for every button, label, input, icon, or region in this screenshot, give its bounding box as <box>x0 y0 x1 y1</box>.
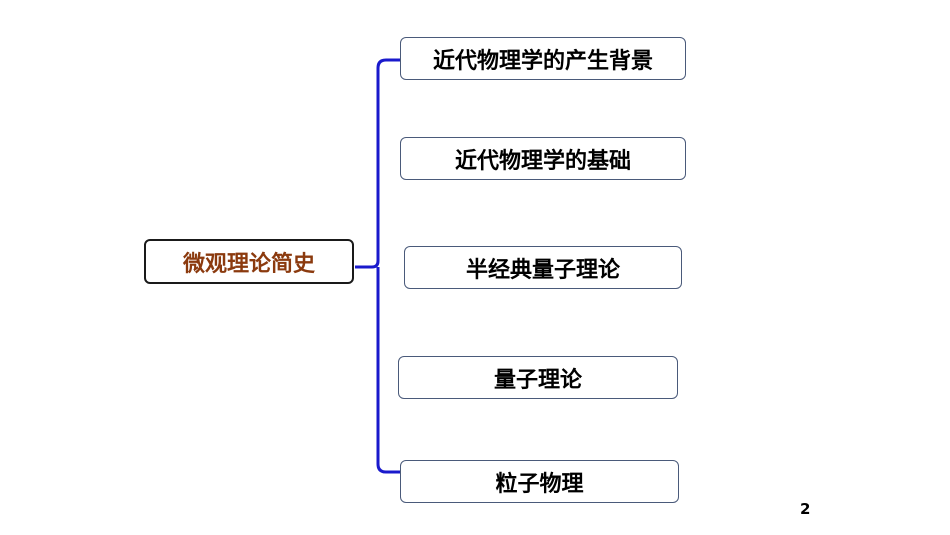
page-number: 2 <box>800 500 811 518</box>
branch-node-quantum: 量子理论 <box>398 356 678 399</box>
root-node: 微观理论简史 <box>144 239 354 284</box>
branch-node-foundation: 近代物理学的基础 <box>400 137 686 180</box>
branch-node-label: 近代物理学的产生背景 <box>432 48 653 74</box>
branch-node-label: 半经典量子理论 <box>465 257 620 283</box>
root-node-label: 微观理论简史 <box>182 251 315 277</box>
branch-node-label: 近代物理学的基础 <box>454 148 631 174</box>
bracket-line <box>355 58 400 474</box>
branch-node-semiclassical: 半经典量子理论 <box>404 246 682 289</box>
branch-node-particle: 粒子物理 <box>400 460 679 503</box>
branch-node-background: 近代物理学的产生背景 <box>400 37 686 80</box>
branch-node-label: 量子理论 <box>493 367 582 393</box>
branch-node-label: 粒子物理 <box>495 471 584 497</box>
